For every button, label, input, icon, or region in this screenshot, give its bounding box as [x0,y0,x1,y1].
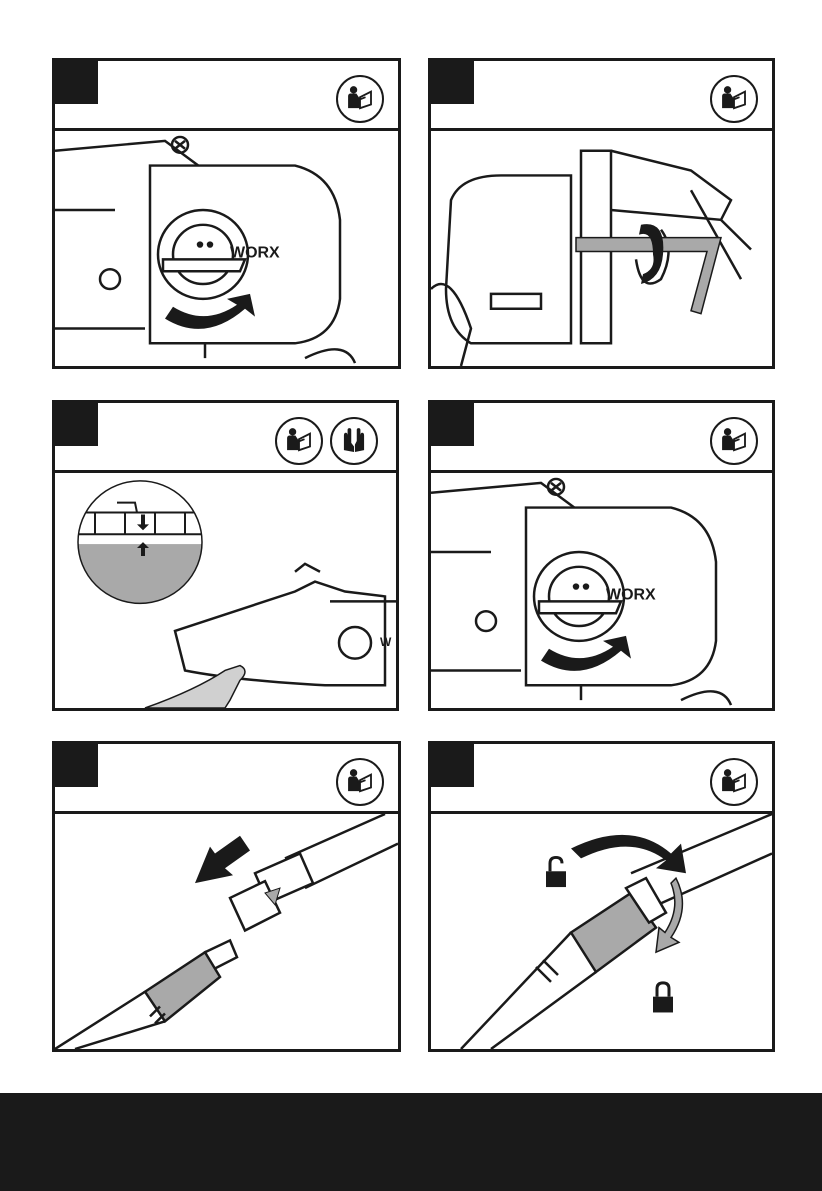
panel-header [431,403,772,473]
read-manual-icon [710,758,758,806]
read-manual-icon [275,417,323,465]
locked-padlock-icon [653,983,673,1013]
step-number-badge [55,744,98,787]
illustration-chain-cover-knob-tighten: WORX [431,473,772,708]
page-footer-band [0,1093,822,1191]
read-manual-icon [336,75,384,123]
read-manual-icon [336,758,384,806]
gloves-icon [330,417,378,465]
panel-header [55,744,398,814]
panel-header [55,61,398,131]
svg-text:WORX: WORX [606,586,656,603]
step-number-badge [431,744,474,787]
illustration-pole-lock-collar [431,814,772,1049]
panel-header [55,403,396,473]
illustration-chain-tension-check: W [55,473,396,708]
rotate-arrow-icon [571,835,686,873]
step-number-badge [431,403,474,446]
unlocked-padlock-icon [546,857,566,887]
worx-logo: WORX [230,244,280,261]
direction-arrow-icon [195,836,250,883]
read-manual-icon [710,75,758,123]
step-number-badge [55,61,98,104]
step-number-badge [55,403,98,446]
step-panel-2 [428,58,775,369]
illustration-chain-tension-wrench [431,131,772,366]
illustration-pole-connect [55,814,398,1049]
step-panel-3: W [52,400,399,711]
illustration-chain-cover-knob-loosen: WORX [55,131,398,366]
panel-header [431,744,772,814]
step-number-badge [431,61,474,104]
step-panel-4: WORX [428,400,775,711]
panel-header [431,61,772,131]
step-panel-1: WORX [52,58,401,369]
step-panel-5 [52,741,401,1052]
step-panel-6 [428,741,775,1052]
rotate-arrow-icon [639,224,663,284]
svg-text:W: W [380,635,392,649]
read-manual-icon [710,417,758,465]
